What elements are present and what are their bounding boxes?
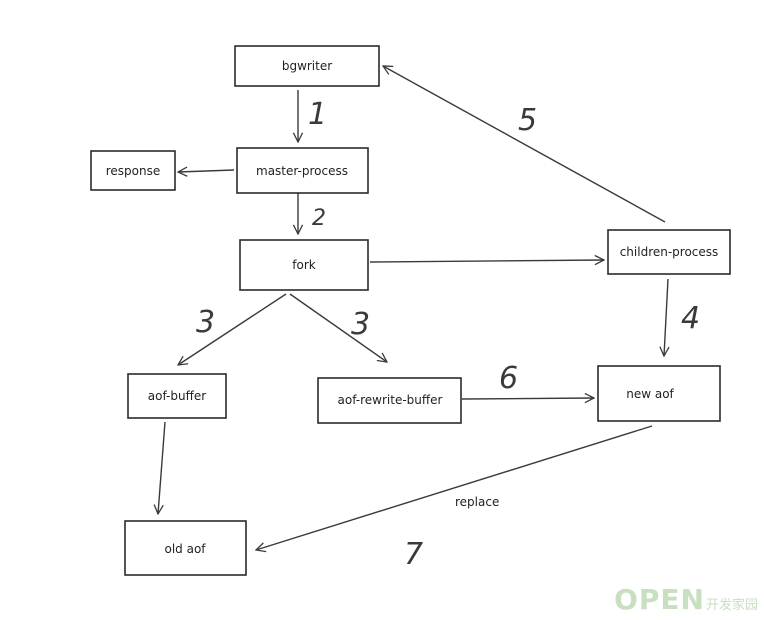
watermark-main-text: OPEN <box>614 583 705 616</box>
edge-master-to-response <box>178 170 235 172</box>
node-label-aof-buffer: aof-buffer <box>148 389 206 403</box>
watermark-sub-text: 开发家园 <box>705 598 758 613</box>
edge-fork-to-aof-buffer <box>178 293 287 365</box>
edge-fork-to-aof-rewrite-buffer <box>289 293 387 362</box>
edge-fork-to-children <box>369 260 604 262</box>
edge-children-to-new-aof <box>664 278 668 356</box>
node-label-response: response <box>106 164 161 178</box>
edge-children-to-bgwriter <box>383 66 666 223</box>
node-bgwriter: bgwriter <box>234 45 380 87</box>
node-label-children-process: children-process <box>620 245 719 259</box>
step-number-7: 7 <box>404 537 423 572</box>
node-label-bgwriter: bgwriter <box>282 59 332 73</box>
node-label-fork: fork <box>292 258 316 272</box>
node-label-new-aof: new aof <box>626 387 674 401</box>
step-number-4: 4 <box>681 301 700 336</box>
step-number-2: 2 <box>312 206 326 231</box>
step-number-3-right: 3 <box>351 307 370 342</box>
node-label-old-aof: old aof <box>164 542 206 556</box>
edge-aof-rewrite-buffer-to-new-aof <box>461 398 594 399</box>
node-aof-buffer: aof-buffer <box>127 373 227 419</box>
step-number-5: 5 <box>518 103 537 138</box>
node-response: response <box>90 150 176 191</box>
edge-new-aof-to-old-aof <box>256 425 653 550</box>
node-children-process: children-process <box>607 229 731 275</box>
node-new-aof: new aof <box>597 365 721 422</box>
node-master-process: master-process <box>236 147 369 194</box>
edge-label-replace: replace <box>455 495 499 509</box>
node-label-aof-rewrite-buffer: aof-rewrite-buffer <box>338 393 443 407</box>
edge-aof-buffer-to-old-aof <box>158 421 166 514</box>
node-old-aof: old aof <box>124 520 247 576</box>
node-aof-rewrite-buffer: aof-rewrite-buffer <box>317 377 462 424</box>
node-fork: fork <box>239 239 369 291</box>
step-number-6: 6 <box>499 361 518 396</box>
watermark-logo: OPEN 开发家园 <box>614 583 758 616</box>
step-number-3-left: 3 <box>196 305 215 340</box>
node-label-master-process: master-process <box>256 164 348 178</box>
step-number-1: 1 <box>308 97 327 132</box>
